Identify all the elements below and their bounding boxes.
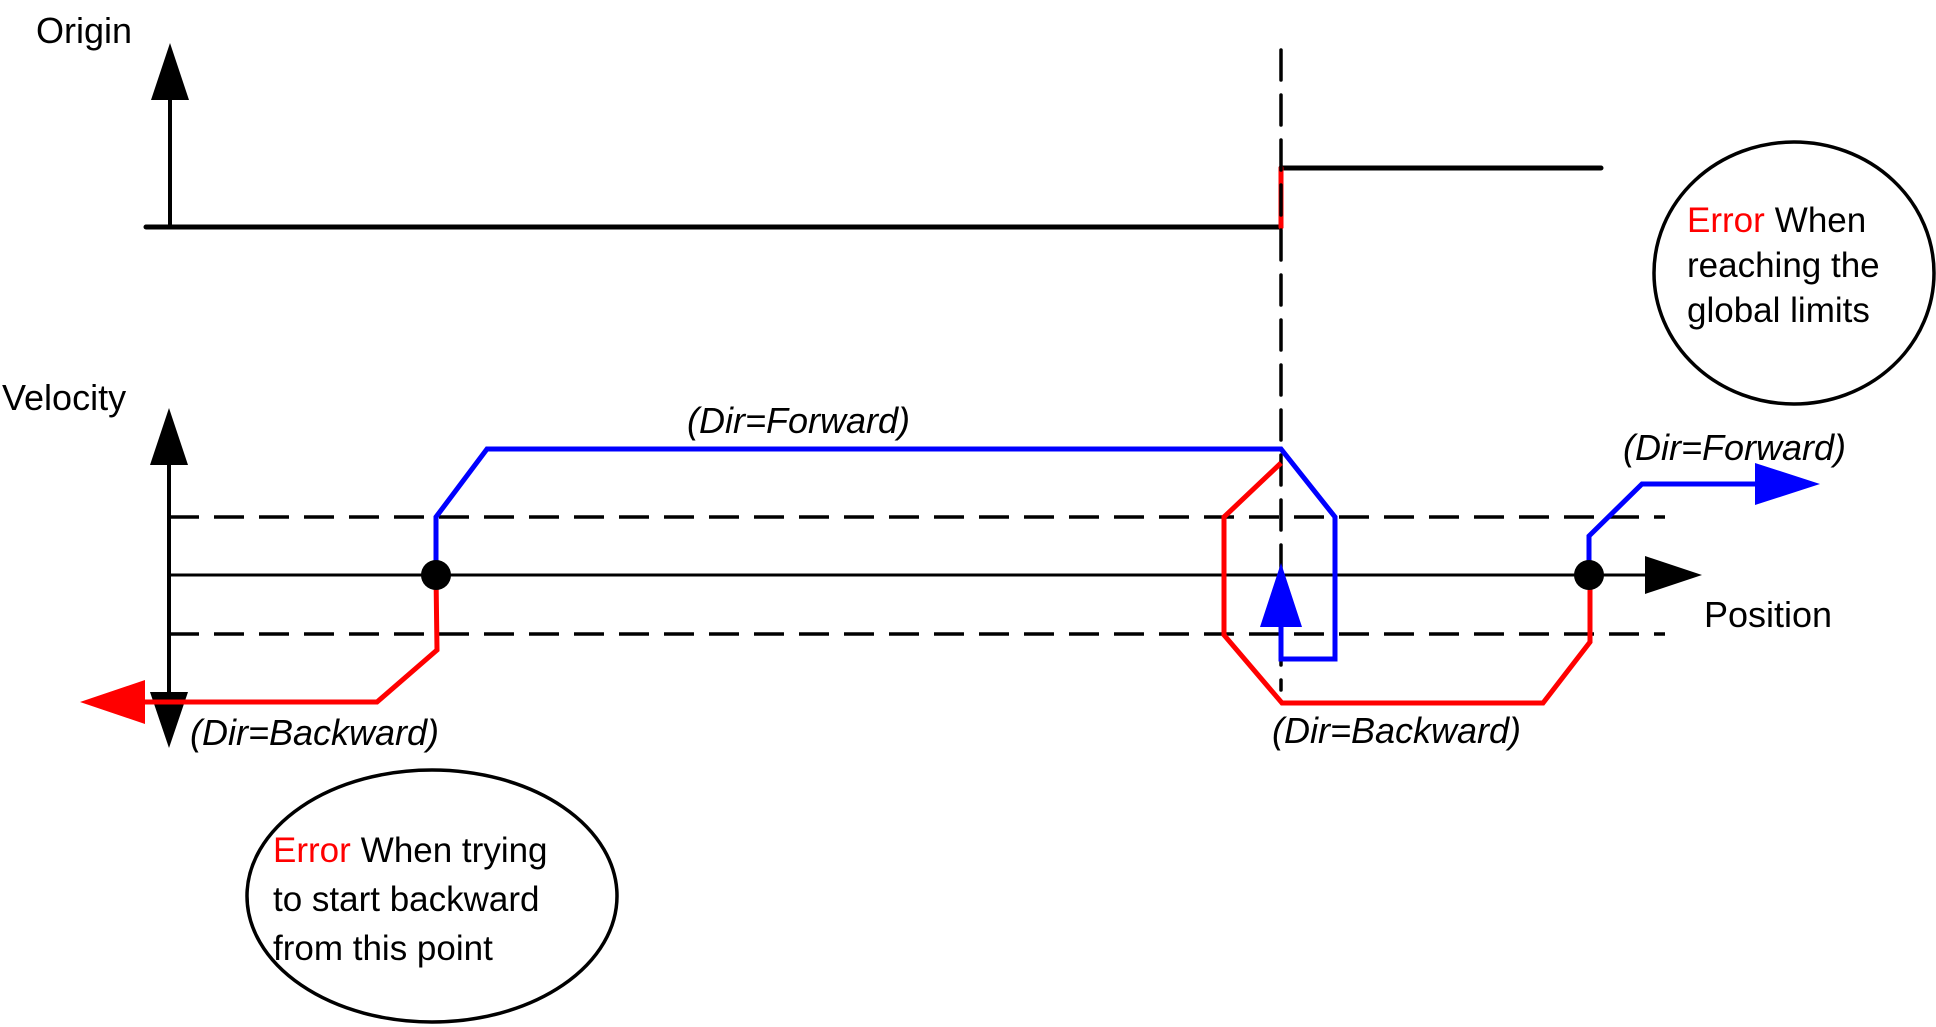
note-global-limits-line-2: reaching the [1687,246,1880,285]
right-reference-point [1574,560,1604,590]
left-reference-point [421,560,451,590]
dir-forward-right-label: (Dir=Forward) [1623,427,1846,468]
note-start-backward-line-2: to start backward [273,880,540,919]
note-global-limits-line-3: global limits [1687,291,1870,330]
position-axis-arrowhead-icon [1645,556,1702,594]
error-word: Error [1687,201,1765,240]
forward-profile-main [433,446,1338,662]
note-start-backward-line-3: from this point [273,929,493,968]
dir-backward-right-label: (Dir=Backward) [1272,710,1521,751]
velocity-plot: Velocity Position (Dir=Forward) (Dir=Bac… [2,377,1846,753]
backward-left-arrowhead-icon [80,680,145,724]
origin-y-axis-arrowhead-icon [151,43,189,100]
origin-axis-label: Origin [36,10,132,51]
note-start-backward-ellipse [245,768,619,1024]
forward-reverse-up-arrowhead-icon [1260,563,1302,627]
dir-backward-left-label: (Dir=Backward) [190,712,439,753]
forward-profile-right [1586,481,1760,575]
error-word: Error [273,831,351,870]
velocity-axis-up-arrowhead-icon [150,408,188,465]
backward-profile-left [140,574,440,705]
forward-right-arrowhead-icon [1755,463,1820,505]
backward-profile-right [1221,461,1593,706]
note-global-limits-ellipse [1652,140,1936,406]
origin-plot: Origin [36,10,1604,230]
dir-forward-top-label: (Dir=Forward) [687,400,910,441]
position-axis-label: Position [1704,594,1832,635]
velocity-axis-down-arrowhead-icon [150,692,188,748]
velocity-axis-label: Velocity [2,377,126,418]
